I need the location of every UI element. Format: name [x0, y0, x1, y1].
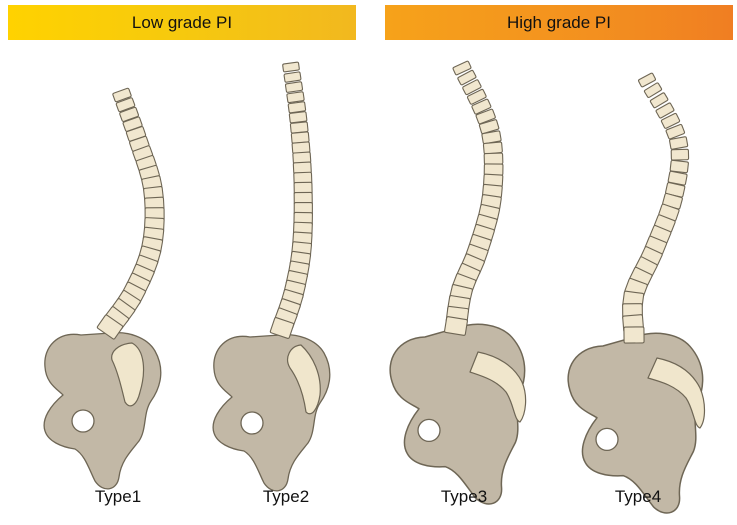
- type2-vertebra: [285, 82, 302, 93]
- type4-vertebra: [624, 327, 644, 343]
- type3-vertebra: [484, 164, 503, 175]
- type2-vertebra: [288, 102, 306, 113]
- type3-vertebra: [484, 153, 503, 164]
- type4-label: Type4: [578, 487, 698, 507]
- type2-label: Type2: [226, 487, 346, 507]
- type4-vertebra: [671, 149, 688, 160]
- type2-vertebra: [287, 92, 305, 103]
- type4-vertebra: [670, 160, 688, 173]
- type4-foramen: [596, 428, 618, 450]
- type3-vertebra: [444, 316, 467, 335]
- type2-vertebra: [289, 112, 307, 123]
- type3-vertebra: [483, 142, 502, 154]
- type1-label: Type1: [58, 487, 178, 507]
- type2-vertebra: [284, 72, 301, 83]
- type3-label: Type3: [404, 487, 524, 507]
- type2-vertebra: [283, 62, 300, 72]
- type1-foramen: [72, 410, 94, 432]
- type2-foramen: [241, 412, 263, 434]
- type1-pelvis: [44, 333, 161, 489]
- type3-foramen: [418, 419, 440, 441]
